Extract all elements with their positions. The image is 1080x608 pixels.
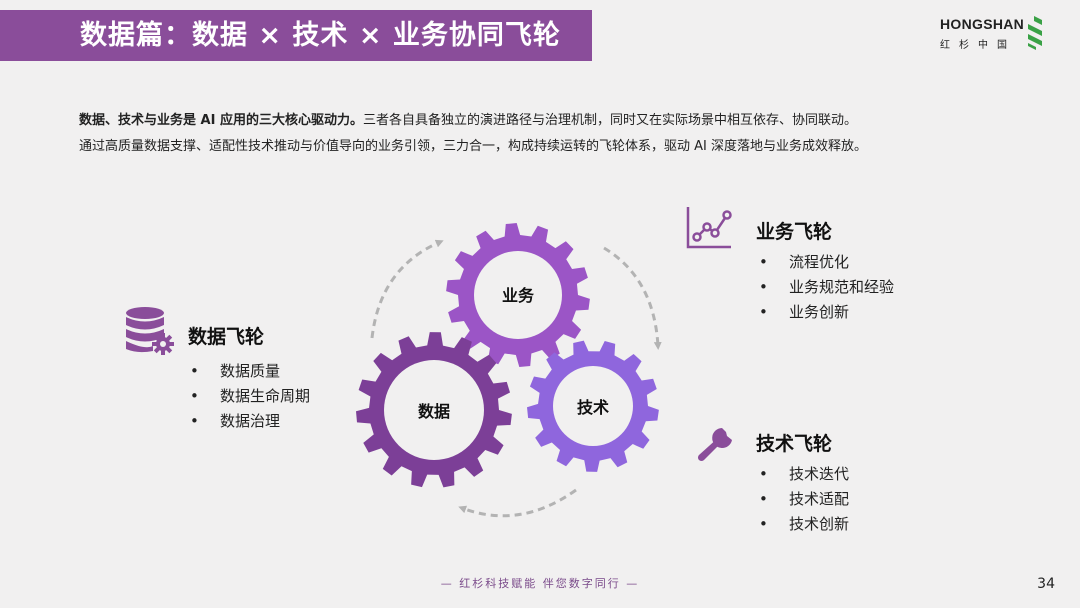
intro-line-1: 数据、技术与业务是 AI 应用的三大核心驱动力。三者各自具备独立的演进路径与治理… [79, 108, 1039, 134]
gear-data [356, 332, 512, 488]
database-gear-icon [126, 307, 174, 355]
cycle-arrows [370, 239, 662, 518]
gear-tech [527, 340, 659, 472]
list-item: 技术创新 [757, 512, 849, 537]
list-item: 技术迭代 [757, 462, 849, 487]
list-item: 数据质量 [188, 359, 310, 384]
data-flywheel-list: 数据质量 数据生命周期 数据治理 [188, 359, 310, 434]
list-item: 业务规范和经验 [757, 275, 894, 300]
gear-business [446, 223, 590, 367]
logo-subtitle: 红杉中国 [940, 40, 1016, 51]
title-bar [0, 10, 592, 61]
arrow-top-right [603, 246, 662, 350]
flywheel-diagram: 业务 数据 技术 [356, 223, 662, 518]
intro-text: 数据、技术与业务是 AI 应用的三大核心驱动力。三者各自具备独立的演进路径与治理… [79, 108, 1039, 160]
line-chart-icon [686, 207, 732, 249]
wrench-icon [697, 428, 732, 462]
intro-line-1-rest: 三者各自具备独立的演进路径与治理机制，同时又在实际场景中相互依存、协同联动。 [362, 113, 857, 128]
logo-mark-icon [1028, 16, 1042, 50]
list-item: 数据治理 [188, 409, 310, 434]
business-flywheel-list: 流程优化 业务规范和经验 业务创新 [757, 250, 894, 325]
gears [356, 223, 659, 488]
gear-label-business: 业务 [502, 286, 535, 305]
tech-flywheel-title: 技术飞轮 [756, 433, 833, 455]
footer-slogan: — 红杉科技赋能 伴您数字同行 — [440, 577, 640, 590]
list-item: 流程优化 [757, 250, 894, 275]
hongshan-logo: HONGSHAN 红杉中国 [940, 16, 1046, 52]
data-flywheel-title: 数据飞轮 [188, 326, 265, 348]
logo-name: HONGSHAN [940, 16, 1025, 32]
gear-label-tech: 技术 [577, 398, 609, 417]
gear-label-data: 数据 [418, 402, 450, 421]
business-flywheel-title: 业务飞轮 [756, 221, 833, 243]
tech-flywheel-list: 技术迭代 技术适配 技术创新 [757, 462, 849, 537]
list-item: 技术适配 [757, 487, 849, 512]
page-title: 数据篇：数据 × 技术 × 业务协同飞轮 [80, 20, 561, 51]
intro-line-2: 通过高质量数据支撑、适配性技术推动与价值导向的业务引领，三力合一，构成持续运转的… [79, 139, 867, 154]
page-number: 34 [1037, 576, 1055, 592]
arrow-top-left [370, 239, 444, 339]
intro-bold: 数据、技术与业务是 AI 应用的三大核心驱动力。 [79, 113, 363, 128]
list-item: 业务创新 [757, 300, 894, 325]
arrow-bottom [458, 488, 577, 518]
list-item: 数据生命周期 [188, 384, 310, 409]
